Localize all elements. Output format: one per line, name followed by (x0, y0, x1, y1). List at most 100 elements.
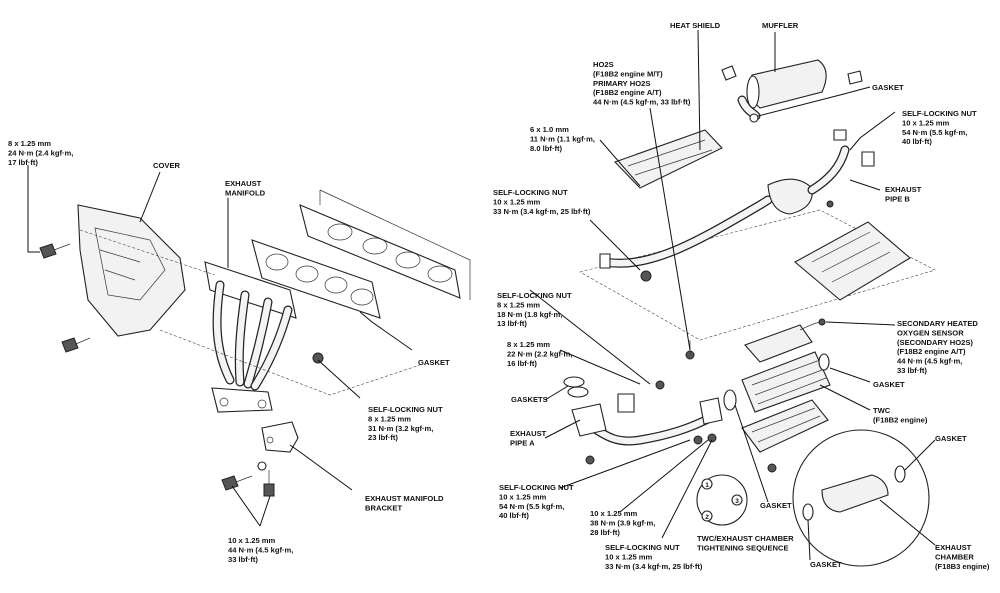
sequence-number: 2 (705, 514, 709, 521)
sequence-number: 3 (735, 498, 739, 505)
label-line: GASKET (935, 434, 967, 443)
label-line: GASKET (810, 560, 842, 569)
label-line: SELF-LOCKING NUT (605, 543, 680, 552)
label-line: SELF-LOCKING NUT (902, 109, 977, 118)
label-line: 10 x 1.25 mm (228, 536, 276, 545)
label-line: HO2S (593, 60, 614, 69)
label-gasket-manifold: GASKET (418, 358, 450, 367)
label-line: TIGHTENING SEQUENCE (697, 543, 789, 552)
exhaust-manifold-part (204, 261, 297, 413)
twc-heat-shield-part (741, 399, 829, 453)
label-line: SELF-LOCKING NUT (497, 291, 572, 300)
label-line: 44 N·m (4.5 kgf·m, (897, 357, 962, 366)
label-line: 44 N·m (4.5 kgf·m, 33 lbf·ft) (593, 98, 691, 107)
label-line: 10 x 1.25 mm (493, 197, 541, 206)
label-line: 8 x 1.25 mm (8, 139, 51, 148)
label-muffler: MUFFLER (762, 21, 799, 30)
label-line: MUFFLER (762, 21, 799, 30)
label-line: 40 lbf·ft) (499, 511, 529, 520)
label-line: EXHAUST (885, 185, 922, 194)
label-line: 8.0 lbf·ft) (530, 144, 563, 153)
engine-head-outline (299, 189, 471, 300)
label-line: 33 lbf·ft) (897, 366, 927, 375)
sequence-number: 1 (705, 482, 709, 489)
bolts-left (39, 243, 324, 497)
manifold-bracket-part (261, 421, 299, 453)
label-line: 40 lbf·ft) (902, 137, 932, 146)
label-line: HEAT SHIELD (670, 21, 721, 30)
twc-part (723, 318, 831, 413)
label-line: 16 lbf·ft) (507, 359, 537, 368)
label-line: PIPE A (510, 438, 535, 447)
label-line: 24 N·m (2.4 kgf·m, (8, 148, 73, 157)
exhaust-pipe-a-part (563, 340, 777, 473)
under-heat-shield-part (794, 221, 911, 301)
label-line: 13 lbf·ft) (497, 319, 527, 328)
label-line: 54 N·m (5.5 kgf·m, (499, 502, 564, 511)
exhaust-pipe-b-part (599, 129, 875, 282)
label-gasket-twc-rear: GASKET (873, 380, 905, 389)
label-line: SELF-LOCKING NUT (368, 405, 443, 414)
label-line: TWC (873, 406, 891, 415)
label-line: 44 N·m (4.5 kgf·m, (228, 545, 293, 554)
label-line: BRACKET (365, 503, 402, 512)
label-twc: TWC(F18B2 engine) (873, 406, 928, 424)
label-heat-shield: HEAT SHIELD (670, 21, 721, 30)
label-line: PRIMARY HO2S (593, 79, 650, 88)
label-line: 8 x 1.25 mm (497, 300, 540, 309)
leaders-right (529, 29, 936, 561)
label-line: (F18B2 engine A/T) (897, 347, 966, 356)
label-cover: COVER (153, 161, 181, 170)
layout-plane (579, 209, 936, 341)
label-line: 10 x 1.25 mm (605, 552, 653, 561)
label-line: 33 N·m (3.4 kgf·m, 25 lbf·ft) (493, 207, 591, 216)
label-line: 38 N·m (3.9 kgf·m, (590, 518, 655, 527)
manifold-gasket-part (251, 239, 381, 319)
cover-part (77, 204, 186, 337)
label-line: COVER (153, 161, 181, 170)
label-line: GASKET (873, 380, 905, 389)
heat-shield-part (614, 129, 723, 189)
label-line: GASKETS (511, 395, 548, 404)
muffler-part (721, 59, 863, 123)
label-line: EXHAUST (225, 179, 262, 188)
label-ho2s: HO2S(F18B2 engine M/T)PRIMARY HO2S(F18B2… (593, 60, 691, 107)
exhaust-chamber-detail (792, 429, 930, 567)
label-line: EXHAUST (510, 429, 547, 438)
label-line: 23 lbf·ft) (368, 433, 398, 442)
label-line: 10 x 1.25 mm (590, 509, 638, 518)
label-line: 8 x 1.25 mm (507, 340, 550, 349)
label-line: 8 x 1.25 mm (368, 414, 411, 423)
label-line: PIPE B (885, 194, 910, 203)
tightening-sequence-figure (696, 474, 748, 526)
label-line: (F18B2 engine M/T) (593, 69, 663, 78)
label-line: TWC/EXHAUST CHAMBER (697, 534, 794, 543)
label-line: CHAMBER (935, 552, 974, 561)
label-line: 33 lbf·ft) (228, 555, 258, 564)
label-gasket-twc-front: GASKET (760, 501, 792, 510)
label-line: MANIFOLD (225, 188, 266, 197)
label-line: GASKET (418, 358, 450, 367)
label-line: (SECONDARY HO2S) (897, 338, 973, 347)
label-line: 18 N·m (1.8 kgf·m, (497, 310, 562, 319)
label-gaskets: GASKETS (511, 395, 548, 404)
label-line: 54 N·m (5.5 kgf·m, (902, 128, 967, 137)
label-line: SELF-LOCKING NUT (499, 483, 574, 492)
label-line: GASKET (872, 83, 904, 92)
label-line: GASKET (760, 501, 792, 510)
